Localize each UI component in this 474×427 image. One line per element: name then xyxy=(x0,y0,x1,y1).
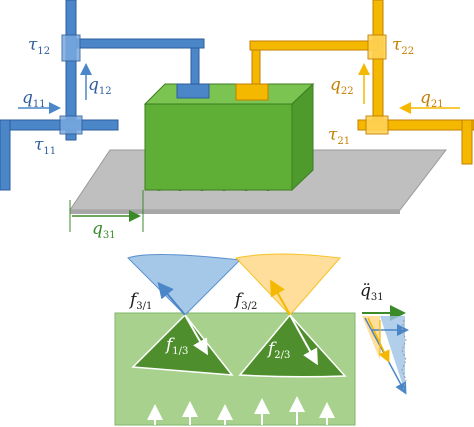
friction-cone-green-2 xyxy=(238,313,347,378)
q31-label: q31 xyxy=(92,219,116,241)
q12-label: q12 xyxy=(88,75,112,97)
tau21-label: τ21 xyxy=(328,125,350,147)
friction-cone-blue xyxy=(127,253,242,316)
f31-label: f3/1 xyxy=(128,290,152,312)
f23-label: f2/3 xyxy=(266,339,290,361)
ground-reaction-arrows xyxy=(147,396,335,425)
friction-cone-orange xyxy=(235,253,341,316)
robot-1 xyxy=(0,0,210,191)
q21-label: q21 xyxy=(420,88,444,110)
acceleration-diagram xyxy=(362,305,409,395)
object-box xyxy=(143,82,315,192)
q31-arrow xyxy=(69,190,144,232)
tau11-label: τ11 xyxy=(34,135,56,157)
tau22-label: τ22 xyxy=(392,35,414,57)
q22-label: q22 xyxy=(330,75,354,97)
f23-arrow xyxy=(289,314,318,366)
f32-label: f3/2 xyxy=(233,290,257,312)
q11-label: q11 xyxy=(22,88,46,110)
friction-cone-green-1 xyxy=(131,313,234,376)
tau12-label: τ12 xyxy=(28,35,50,57)
robot-2 xyxy=(235,0,474,165)
qdd31-label: q̈31 xyxy=(360,281,384,303)
f32-arrow xyxy=(270,279,291,316)
f13-label: f1/3 xyxy=(164,335,188,357)
f13-arrow xyxy=(184,314,208,356)
f31-arrow xyxy=(157,281,186,316)
